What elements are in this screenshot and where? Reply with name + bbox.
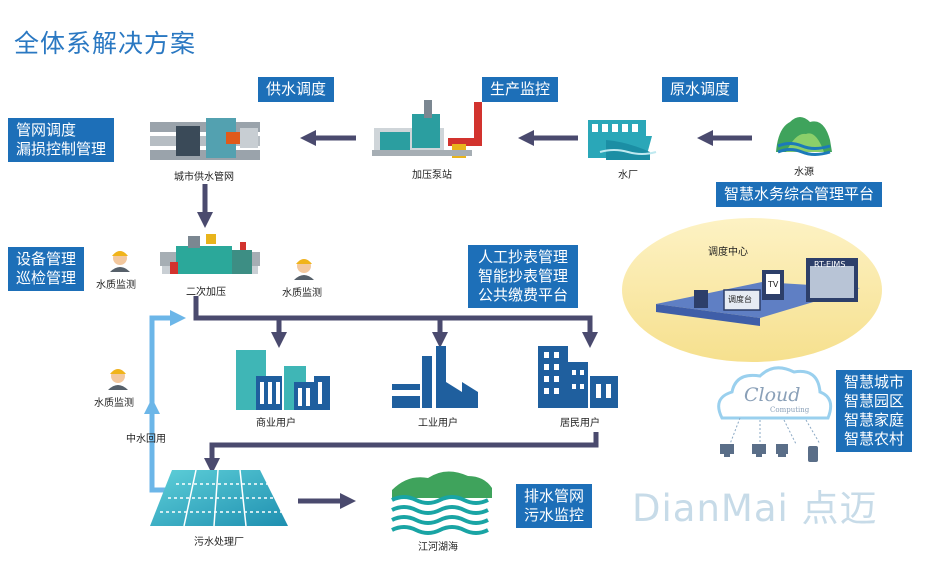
- label-control-desk: 调度台: [728, 295, 752, 304]
- label-dispatch-center: 调度中心: [708, 247, 748, 258]
- industrial-building-icon: [392, 346, 478, 408]
- arrow-collection-pipe: [203, 432, 599, 475]
- computer-icon: [776, 444, 788, 457]
- dispatch-center: [622, 218, 882, 362]
- commercial-building-icon: [236, 350, 330, 410]
- sewage-plant-icon: [150, 469, 288, 527]
- watermark: DianMai 点迈: [632, 487, 878, 530]
- badge-smart-line4: 智慧农村: [844, 430, 905, 448]
- arrow-water-reuse: [149, 309, 187, 493]
- badge-platform: 智慧水务综合管理平台: [716, 182, 883, 207]
- badge-supply-dispatch: 供水调度: [258, 77, 335, 102]
- water-source-icon: [776, 117, 832, 156]
- water-plant-icon: [588, 120, 657, 160]
- label-sewage-plant: 污水处理厂: [194, 537, 244, 548]
- label-water-quality-3: 水质监测: [94, 398, 134, 409]
- badge-drain: 排水管网 污水监控: [516, 484, 593, 528]
- badge-meter: 人工抄表管理 智能抄表管理 公共缴费平台: [468, 245, 579, 308]
- badge-smart-line2: 智慧园区: [844, 392, 905, 410]
- river-icon: [391, 471, 492, 535]
- worker-icon: [110, 251, 130, 272]
- cloud-word: Cloud: [744, 384, 801, 406]
- phone-icon: [808, 446, 818, 462]
- label-commercial-users: 商业用户: [256, 418, 296, 429]
- city-network-icon: [150, 118, 260, 160]
- badge-raw-dispatch: 原水调度: [662, 77, 739, 102]
- arrow-distribution-pipe: [193, 296, 599, 349]
- badge-equipment-line2: 巡检管理: [16, 269, 77, 287]
- worker-icon: [108, 369, 128, 390]
- page-title: 全体系解决方案: [14, 29, 197, 58]
- badge-meter-line1: 人工抄表管理: [478, 248, 569, 266]
- label-control-server: RT-EIMS: [814, 260, 846, 269]
- badge-meter-line2: 智能抄表管理: [478, 267, 569, 285]
- label-river: 江河湖海: [418, 542, 458, 553]
- badge-network-line1: 管网调度: [16, 121, 77, 139]
- badge-smart-line3: 智慧家庭: [844, 411, 905, 429]
- label-water-reuse: 中水回用: [126, 434, 166, 445]
- label-industrial-users: 工业用户: [418, 418, 458, 429]
- label-water-source: 水源: [794, 167, 814, 178]
- badge-equipment-line1: 设备管理: [16, 250, 77, 268]
- badge-drain-line2: 污水监控: [524, 506, 585, 524]
- secondary-pressure-icon: [160, 234, 260, 274]
- label-city-network: 城市供水管网: [174, 172, 234, 183]
- badge-meter-line3: 公共缴费平台: [478, 286, 569, 304]
- cloud-subword: Computing: [770, 406, 810, 414]
- label-water-quality-1: 水质监测: [96, 280, 136, 291]
- residential-building-icon: [538, 346, 618, 408]
- label-water-quality-2: 水质监测: [282, 288, 322, 299]
- label-control-tv: TV: [768, 280, 779, 289]
- worker-icon: [294, 259, 314, 280]
- badge-production-monitor: 生产监控: [482, 77, 559, 102]
- label-secondary-pressure: 二次加压: [186, 287, 226, 298]
- badge-smart-line1: 智慧城市: [844, 373, 905, 391]
- computer-icon: [720, 444, 734, 457]
- pump-station-icon: [372, 100, 482, 158]
- label-water-plant: 水厂: [618, 170, 638, 181]
- badge-equipment: 设备管理 巡检管理: [8, 247, 85, 291]
- label-residential-users: 居民用户: [560, 418, 600, 429]
- computer-icon: [752, 444, 766, 457]
- badge-drain-line1: 排水管网: [524, 487, 585, 505]
- badge-smart: 智慧城市 智慧园区 智慧家庭 智慧农村: [836, 370, 913, 452]
- badge-network: 管网调度 漏损控制管理: [8, 118, 115, 162]
- badge-network-line2: 漏损控制管理: [16, 140, 107, 158]
- label-pump-station: 加压泵站: [412, 170, 452, 181]
- cloud-icon: [717, 366, 833, 445]
